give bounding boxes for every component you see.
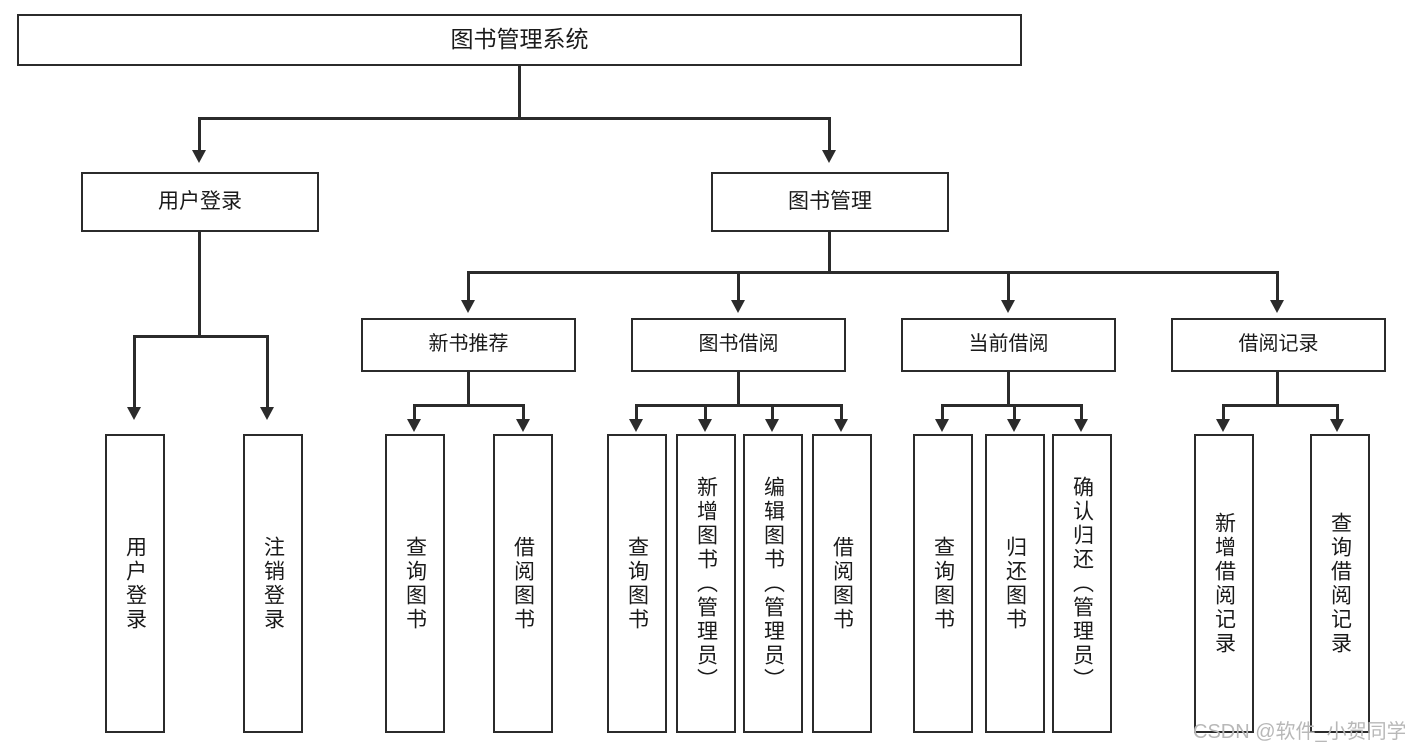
connector-current-borrow-to-leaf-3 xyxy=(1080,404,1083,422)
connector-book-borrow-stem xyxy=(737,372,740,407)
watermark-text: CSDN @软件_小贺同学 xyxy=(1193,721,1405,743)
connector-bm-to-new-book xyxy=(467,271,470,304)
connector-new-book-to-leaf-2 xyxy=(522,404,525,422)
node-label: 新增借阅记录 xyxy=(1212,511,1236,656)
connector-current-borrow-to-leaf-1 xyxy=(941,404,944,422)
leaf-query-book-new[interactable]: 查询图书 xyxy=(385,434,445,733)
connector-book-management-bus xyxy=(467,271,1279,274)
connector-book-borrow-to-leaf-3 xyxy=(771,404,774,422)
node-label: 图书管理 xyxy=(788,189,872,213)
connector-current-borrow-stem xyxy=(1007,372,1010,407)
node-label: 借阅图书 xyxy=(830,535,854,632)
arrowhead-icon xyxy=(461,300,475,313)
leaf-user-login[interactable]: 用户登录 xyxy=(105,434,165,733)
node-label: 归还图书 xyxy=(1003,535,1027,632)
node-label: 注销登录 xyxy=(261,535,285,632)
arrowhead-icon xyxy=(698,419,712,432)
leaf-query-borrow-record[interactable]: 查询借阅记录 xyxy=(1310,434,1370,733)
connector-bm-to-book-borrow xyxy=(737,271,740,304)
node-book-borrowing[interactable]: 图书借阅 xyxy=(631,318,846,372)
leaf-query-book-borrow[interactable]: 查询图书 xyxy=(607,434,667,733)
arrowhead-icon xyxy=(765,419,779,432)
leaf-confirm-return-admin[interactable]: 确认归还（管理员） xyxy=(1052,434,1112,733)
connector-root-to-user-login xyxy=(198,117,201,153)
connector-user-login-stem xyxy=(198,232,201,335)
arrowhead-icon xyxy=(629,419,643,432)
node-book-management[interactable]: 图书管理 xyxy=(711,172,949,232)
node-label: 查询图书 xyxy=(403,535,427,632)
connector-borrow-record-to-leaf-2 xyxy=(1336,404,1339,422)
connector-user-login-to-leaf-1 xyxy=(133,335,136,410)
connector-root-stem xyxy=(518,66,521,117)
connector-new-book-bus xyxy=(413,404,525,407)
arrowhead-icon xyxy=(192,150,206,163)
arrowhead-icon xyxy=(260,407,274,420)
arrowhead-icon xyxy=(1001,300,1015,313)
connector-current-borrow-to-leaf-2 xyxy=(1013,404,1016,422)
node-label: 查询借阅记录 xyxy=(1328,511,1352,656)
node-label: 确认归还（管理员） xyxy=(1070,475,1094,692)
arrowhead-icon xyxy=(1007,419,1021,432)
connector-user-login-to-leaf-2 xyxy=(266,335,269,410)
leaf-add-borrow-record[interactable]: 新增借阅记录 xyxy=(1194,434,1254,733)
arrowhead-icon xyxy=(1216,419,1230,432)
leaf-return-book[interactable]: 归还图书 xyxy=(985,434,1045,733)
connector-root-bus xyxy=(198,117,831,120)
node-book-management-system[interactable]: 图书管理系统 xyxy=(17,14,1022,66)
node-label: 当前借阅 xyxy=(968,333,1049,356)
arrowhead-icon xyxy=(1074,419,1088,432)
connector-borrow-record-to-leaf-1 xyxy=(1222,404,1225,422)
arrowhead-icon xyxy=(1330,419,1344,432)
arrowhead-icon xyxy=(822,150,836,163)
connector-bm-to-current-borrow xyxy=(1007,271,1010,304)
node-label: 用户登录 xyxy=(123,535,147,632)
arrowhead-icon xyxy=(1270,300,1284,313)
connector-book-borrow-to-leaf-4 xyxy=(840,404,843,422)
node-label: 新增图书（管理员） xyxy=(694,475,718,692)
connector-new-book-to-leaf-1 xyxy=(413,404,416,422)
node-label: 新书推荐 xyxy=(428,333,509,356)
connector-bm-to-borrow-record xyxy=(1276,271,1279,304)
connector-new-book-stem xyxy=(467,372,470,407)
connector-book-borrow-to-leaf-2 xyxy=(704,404,707,422)
leaf-logout[interactable]: 注销登录 xyxy=(243,434,303,733)
node-label: 借阅记录 xyxy=(1238,333,1319,356)
arrowhead-icon xyxy=(834,419,848,432)
node-current-borrowing[interactable]: 当前借阅 xyxy=(901,318,1116,372)
node-label: 用户登录 xyxy=(158,189,242,213)
connector-user-login-bus xyxy=(133,335,268,338)
node-label: 查询图书 xyxy=(625,535,649,632)
node-label: 查询图书 xyxy=(931,535,955,632)
connector-borrow-record-stem xyxy=(1276,372,1279,407)
arrowhead-icon xyxy=(935,419,949,432)
connector-root-to-book-management xyxy=(828,117,831,153)
connector-borrow-record-bus xyxy=(1222,404,1339,407)
connector-current-borrow-bus xyxy=(941,404,1081,407)
leaf-borrow-book[interactable]: 借阅图书 xyxy=(812,434,872,733)
node-user-login[interactable]: 用户登录 xyxy=(81,172,319,232)
node-label: 编辑图书（管理员） xyxy=(761,475,785,692)
leaf-query-book-current[interactable]: 查询图书 xyxy=(913,434,973,733)
leaf-add-book-admin[interactable]: 新增图书（管理员） xyxy=(676,434,736,733)
node-borrowing-record[interactable]: 借阅记录 xyxy=(1171,318,1386,372)
connector-book-borrow-bus xyxy=(635,404,843,407)
leaf-borrow-book-new[interactable]: 借阅图书 xyxy=(493,434,553,733)
node-label: 图书管理系统 xyxy=(450,26,589,53)
node-label: 图书借阅 xyxy=(698,333,779,356)
node-new-book-recommendation[interactable]: 新书推荐 xyxy=(361,318,576,372)
arrowhead-icon xyxy=(127,407,141,420)
connector-book-management-stem xyxy=(828,232,831,271)
arrowhead-icon xyxy=(516,419,530,432)
arrowhead-icon xyxy=(731,300,745,313)
node-label: 借阅图书 xyxy=(511,535,535,632)
connector-book-borrow-to-leaf-1 xyxy=(635,404,638,422)
leaf-edit-book-admin[interactable]: 编辑图书（管理员） xyxy=(743,434,803,733)
arrowhead-icon xyxy=(407,419,421,432)
